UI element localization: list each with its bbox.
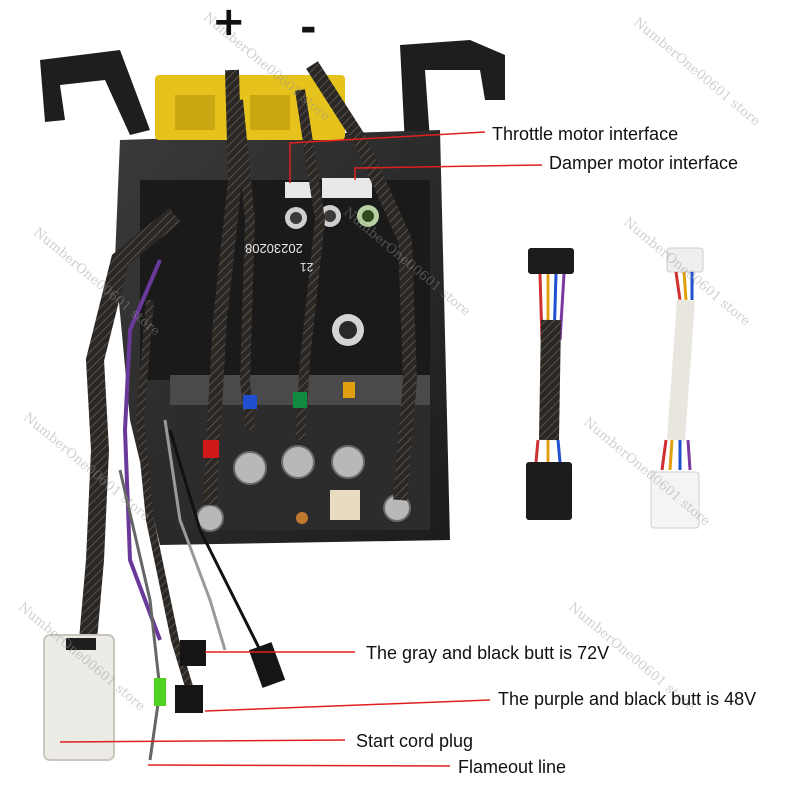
callout-purple-black: The purple and black butt is 48V xyxy=(498,689,757,709)
positive-sign: + xyxy=(212,0,246,45)
callout-start-cord: Start cord plug xyxy=(356,731,474,751)
callout-lines xyxy=(59,131,543,767)
damper-connector xyxy=(322,178,372,198)
negative-sign: - xyxy=(300,5,317,51)
adapter-cable-white xyxy=(650,247,704,529)
throttle-connector xyxy=(285,182,313,198)
board-code: 20230208 xyxy=(245,241,303,256)
bolt-row xyxy=(196,445,411,532)
callout-throttle: Throttle motor interface xyxy=(492,124,679,144)
negative-cable xyxy=(306,61,418,501)
circuit-board xyxy=(140,180,430,380)
left-bracket xyxy=(40,50,150,135)
board-sub: 21 xyxy=(300,260,314,274)
purple-black-plug xyxy=(175,685,203,713)
gray-black-plug xyxy=(180,640,206,666)
callout-gray-black: The gray and black butt is 72V xyxy=(366,643,610,663)
right-bracket xyxy=(400,40,505,145)
callout-damper: Damper motor interface xyxy=(549,153,739,173)
start-cord-plug xyxy=(43,634,115,761)
adapter-cable-black xyxy=(526,248,574,520)
callout-flameout: Flameout line xyxy=(458,757,567,777)
positive-cable xyxy=(203,69,243,506)
signal-harness xyxy=(79,208,181,641)
